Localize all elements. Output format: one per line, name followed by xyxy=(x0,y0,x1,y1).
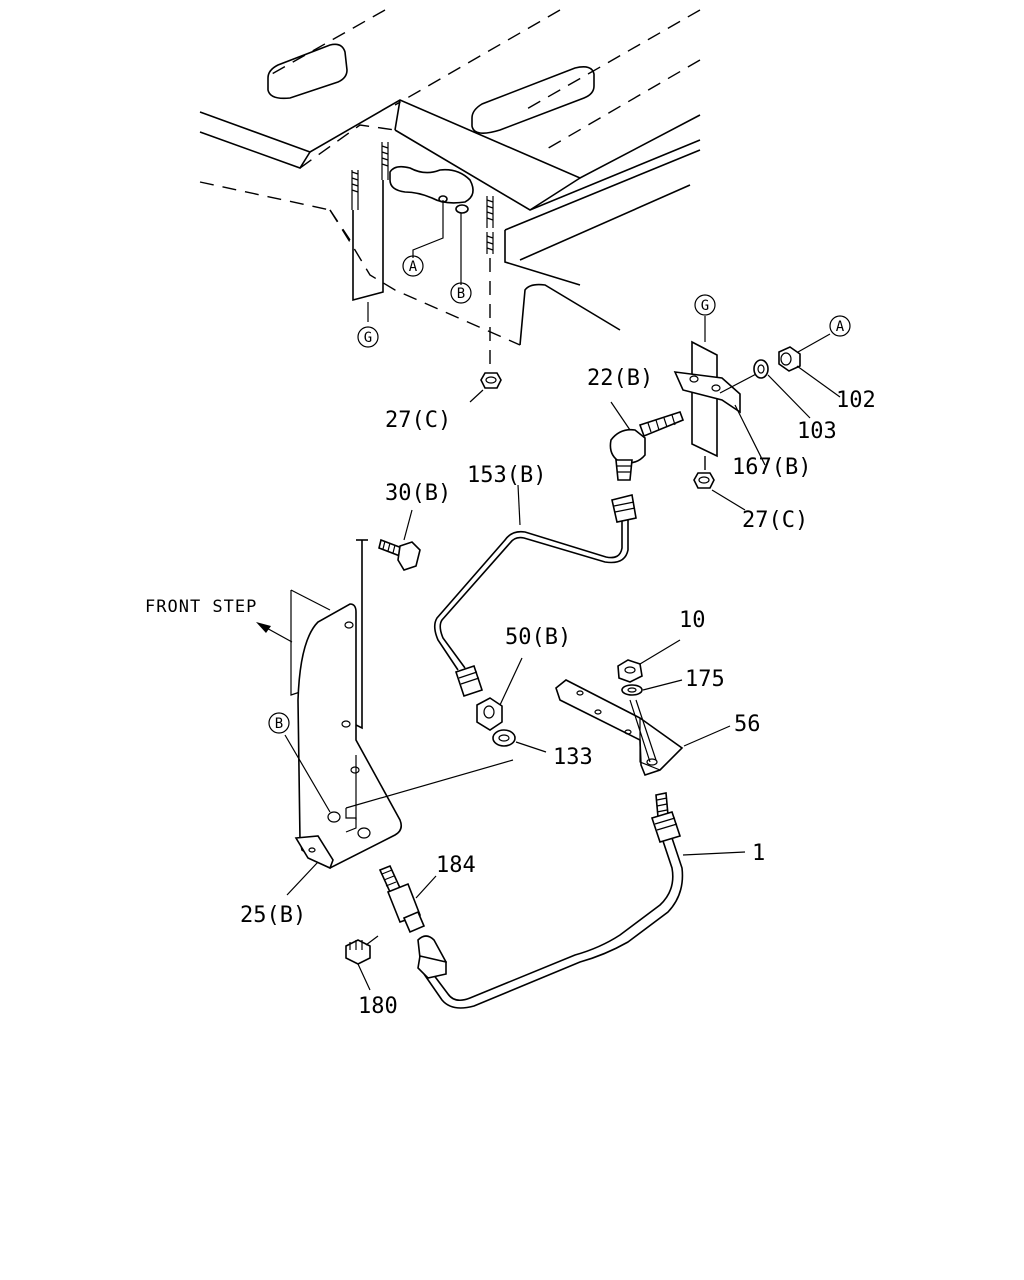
label-167b: 167(B) xyxy=(732,455,811,480)
svg-text:G: G xyxy=(364,330,372,346)
bracket-167b-assembly xyxy=(673,316,841,511)
label-50b: 50(B) xyxy=(505,625,571,650)
ref-circle-b-left: B xyxy=(268,712,290,734)
label-10: 10 xyxy=(679,608,706,633)
fitting-22b xyxy=(609,401,685,481)
label-56: 56 xyxy=(734,712,761,737)
ref-circle-a-top: A xyxy=(402,255,424,277)
label-133: 133 xyxy=(553,745,593,770)
label-102: 102 xyxy=(836,388,876,413)
label-1: 1 xyxy=(752,841,765,866)
bolt-30b xyxy=(378,509,421,571)
label-27c-top: 27(C) xyxy=(385,408,451,433)
cab-floor-frame xyxy=(199,9,701,346)
fitting-184 xyxy=(378,864,437,934)
bracket-56-group xyxy=(555,639,731,776)
label-153b: 153(B) xyxy=(467,463,546,488)
svg-text:A: A xyxy=(409,259,418,275)
ref-circle-a-right: A xyxy=(829,315,851,337)
label-103: 103 xyxy=(797,419,837,444)
label-22b: 22(B) xyxy=(587,366,653,391)
ref-circle-g-right: G xyxy=(694,294,716,316)
svg-text:B: B xyxy=(275,716,283,732)
nut-27c-top xyxy=(469,372,502,403)
step-bracket-25b xyxy=(256,539,514,896)
ref-circle-g-top: G xyxy=(357,326,379,348)
svg-text:A: A xyxy=(836,319,845,335)
label-30b: 30(B) xyxy=(385,481,451,506)
frame-studs xyxy=(351,142,494,370)
nut-50b-washer-133 xyxy=(476,657,547,753)
label-175: 175 xyxy=(685,667,725,692)
svg-text:B: B xyxy=(457,286,465,302)
label-184: 184 xyxy=(436,853,476,878)
label-180: 180 xyxy=(358,994,398,1019)
label-27c-bottom: 27(C) xyxy=(742,508,808,533)
ref-circle-b-top: B xyxy=(450,282,472,304)
hose-1 xyxy=(417,792,746,1009)
plug-180 xyxy=(345,935,379,991)
label-25b: 25(B) xyxy=(240,903,306,928)
pipe-153b xyxy=(433,484,637,698)
svg-text:G: G xyxy=(701,298,709,314)
label-front-step: FRONT STEP xyxy=(145,597,257,617)
